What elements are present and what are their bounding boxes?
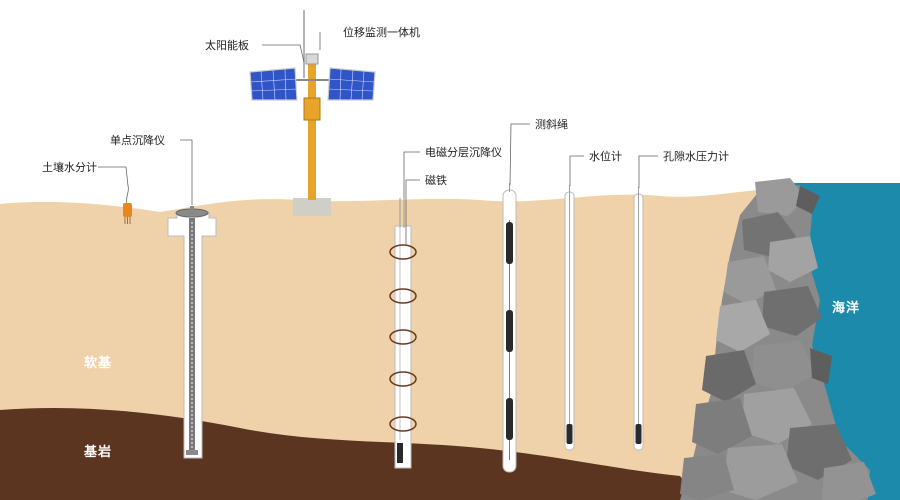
leader-line <box>403 151 420 198</box>
magnet-ring <box>389 244 417 260</box>
leader-line <box>638 155 658 188</box>
solar-panel-right <box>327 67 376 101</box>
zone-ocean: 海洋 <box>832 300 860 316</box>
water-level-gauge <box>564 185 575 451</box>
mast-concrete-base <box>293 198 331 216</box>
label-inclinometer: 测斜绳 <box>535 117 568 131</box>
label-single-settlement: 单点沉降仪 <box>110 133 165 147</box>
leader-line <box>180 139 193 205</box>
magnet-ring <box>389 371 417 387</box>
label-water-level: 水位计 <box>589 149 622 163</box>
leader-line <box>262 44 305 63</box>
leader-line <box>98 166 129 187</box>
zone-soft-ground: 软基 <box>84 355 112 371</box>
mast-pole <box>308 60 316 200</box>
label-pore-pressure: 孔隙水压力计 <box>663 149 729 163</box>
magnet-ring <box>389 329 417 345</box>
single-point-settlement-gauge <box>167 206 217 459</box>
label-magnet: 磁铁 <box>425 174 447 187</box>
label-displacement-unit: 位移监测一体机 <box>343 25 420 39</box>
solar-panel-left <box>249 67 298 101</box>
soil-moisture-sensor <box>123 185 132 224</box>
magnet-ring <box>389 288 417 304</box>
zone-bedrock: 基岩 <box>83 444 112 460</box>
inclinometer-tube <box>502 183 517 473</box>
leader-line <box>405 179 420 246</box>
magnet-ring <box>389 416 417 432</box>
label-soil-moisture: 土壤水分计 <box>42 160 97 174</box>
displacement-unit-box <box>303 97 321 121</box>
leader-line <box>569 155 584 186</box>
rock-breakwater <box>680 178 876 500</box>
pore-pressure-gauge <box>633 187 644 451</box>
label-solar-panel: 太阳能板 <box>205 38 249 52</box>
bedrock-layer <box>0 408 700 500</box>
monitoring-mast <box>249 10 376 216</box>
layered-settlement-gauge <box>389 198 417 469</box>
leader-line <box>509 123 530 186</box>
label-layered-settlement: 电磁分层沉降仪 <box>425 145 502 159</box>
